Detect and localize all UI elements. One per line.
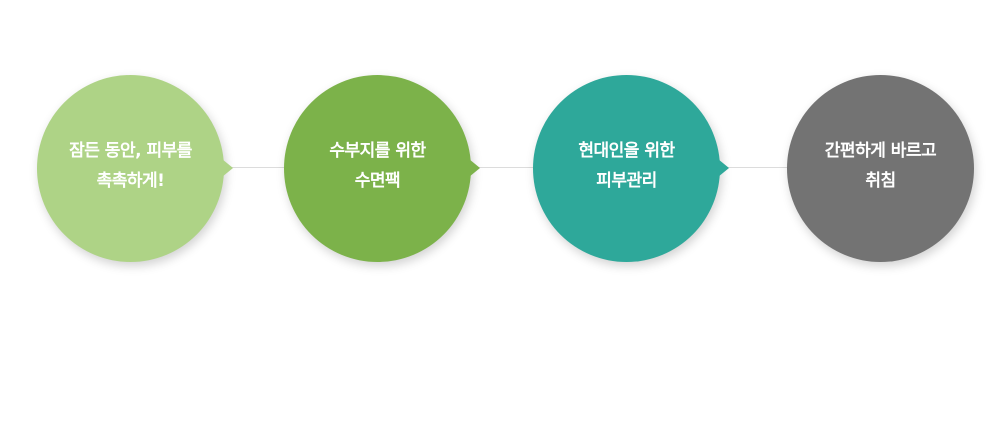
step-text-line1: 수부지를 위한 — [329, 140, 426, 161]
step-circle-3: 현대인을 위한 피부관리 — [533, 75, 729, 262]
step-text-line2: 수면팩 — [354, 170, 401, 191]
step-text-line2: 촉촉하게! — [96, 170, 165, 191]
pointer-arrow-icon — [718, 159, 729, 177]
step-text-line1: 잠든 동안, 피부를 — [69, 140, 192, 161]
step-circle-1: 잠든 동안, 피부를 촉촉하게! — [37, 75, 233, 262]
step-text-line1: 간편하게 바르고 — [824, 140, 937, 161]
pointer-arrow-icon — [469, 159, 480, 177]
step-circle-4: 간편하게 바르고 취침 — [787, 75, 974, 262]
step-text-line1: 현대인을 위한 — [578, 140, 675, 161]
step-text-line2: 취침 — [865, 170, 896, 191]
pointer-arrow-icon — [222, 159, 233, 177]
step-text-line2: 피부관리 — [596, 170, 657, 191]
step-circle-2: 수부지를 위한 수면팩 — [284, 75, 480, 262]
connector-line — [130, 167, 880, 168]
